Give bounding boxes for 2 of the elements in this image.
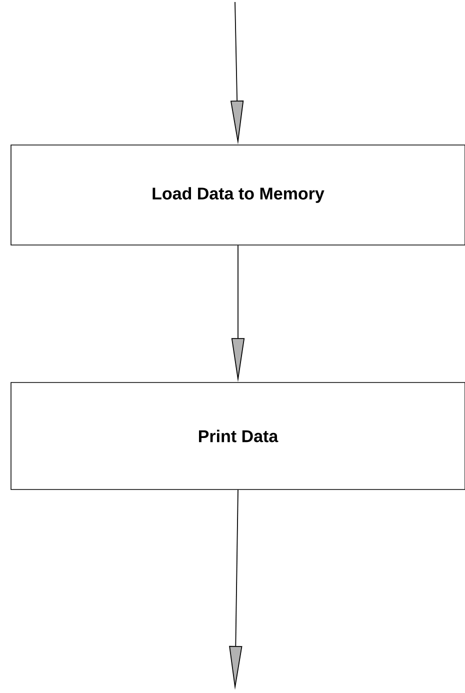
process-box: Print Data — [10, 382, 465, 490]
process-box: Load Data to Memory — [10, 144, 465, 246]
